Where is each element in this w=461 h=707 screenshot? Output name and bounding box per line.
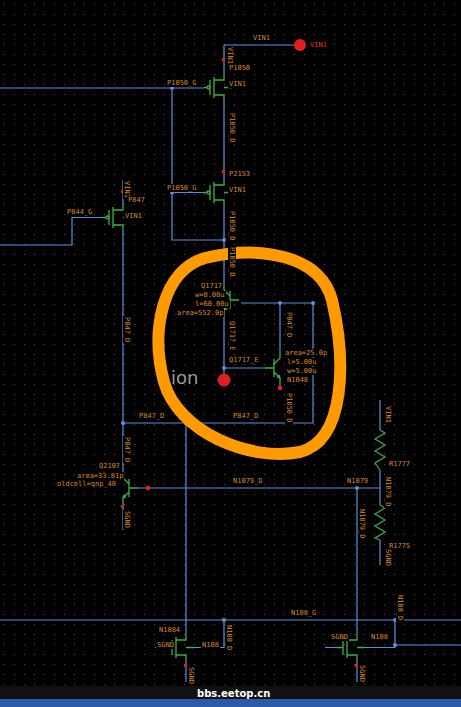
npn-symbol xyxy=(123,473,138,503)
wires xyxy=(0,45,461,682)
net-label: N108 xyxy=(370,633,389,641)
net-label: SGND xyxy=(123,510,131,529)
net-label: P844_G xyxy=(66,208,93,216)
net-label: SGND xyxy=(330,633,349,641)
net-label: w=5.00u xyxy=(286,367,318,375)
net-label: P847_D xyxy=(285,311,293,338)
watermark: bbs.eetop.cn xyxy=(196,688,271,699)
npn-symbol xyxy=(265,353,280,383)
net-label: N1079_D xyxy=(384,476,392,508)
net-label: N108 xyxy=(201,641,220,649)
net-label: P1050_D xyxy=(285,392,293,424)
pin-markers xyxy=(121,39,358,667)
net-label: N108_D xyxy=(225,624,233,651)
net-label: Q1717 xyxy=(200,282,223,290)
net-label: area=25.0p xyxy=(284,349,328,357)
net-label: VIN1 xyxy=(228,80,247,88)
net-label: N1079_D xyxy=(232,477,264,485)
net-label: SGND xyxy=(187,666,195,685)
net-label: P847 xyxy=(127,196,146,204)
net-label: P847_D xyxy=(232,412,259,420)
net-label: P847_D xyxy=(123,316,131,343)
net-label: VIN1 xyxy=(228,186,247,194)
junction-dots xyxy=(121,86,397,647)
net-label: VIN1 xyxy=(309,41,328,49)
net-label: N1079 xyxy=(346,477,369,485)
net-label: N108_D xyxy=(396,594,404,621)
net-label: P1050 xyxy=(228,64,251,72)
net-label: P1050_G xyxy=(166,184,198,192)
net-label: P1050_D xyxy=(228,112,236,144)
footer-band xyxy=(0,699,461,707)
net-label: area=552.0p xyxy=(176,309,224,317)
net-label: oldcell=qnp_40 xyxy=(56,480,117,488)
net-label: P847_D xyxy=(138,412,165,420)
net-label: N108_G xyxy=(290,609,317,617)
net-label: SGND xyxy=(358,664,366,683)
net-label: SGND xyxy=(156,641,175,649)
net-label: P2153 xyxy=(228,170,251,178)
net-label: VIN1 xyxy=(124,212,143,220)
net-label: Q1717_E xyxy=(228,356,260,364)
highlight-circle xyxy=(159,253,341,454)
footer-bar xyxy=(0,686,461,699)
net-label: Q1717_E xyxy=(228,320,236,352)
net-label: area=33.81p xyxy=(76,472,124,480)
net-label: VIN1 xyxy=(384,405,392,424)
net-label: R1777 xyxy=(388,460,411,468)
net-label: N1084 xyxy=(158,626,181,634)
net-label: l=60.00u xyxy=(194,300,230,308)
net-label: ion xyxy=(170,368,199,388)
net-label: VIN1 xyxy=(226,46,234,65)
net-label: l=5.00u xyxy=(286,358,318,366)
net-label: Q2107 xyxy=(98,462,121,470)
net-label: P1050_D xyxy=(228,246,236,278)
net-label: P1050_G xyxy=(166,79,198,87)
net-label: P1050_D xyxy=(228,210,236,242)
net-label: SGND xyxy=(384,548,392,567)
net-label: P847_D xyxy=(123,436,131,463)
net-label: VIN1 xyxy=(252,34,271,42)
net-label: N1048 xyxy=(286,376,309,384)
net-label: w=8.00u xyxy=(194,291,226,299)
net-label: N1079_D xyxy=(358,508,366,540)
